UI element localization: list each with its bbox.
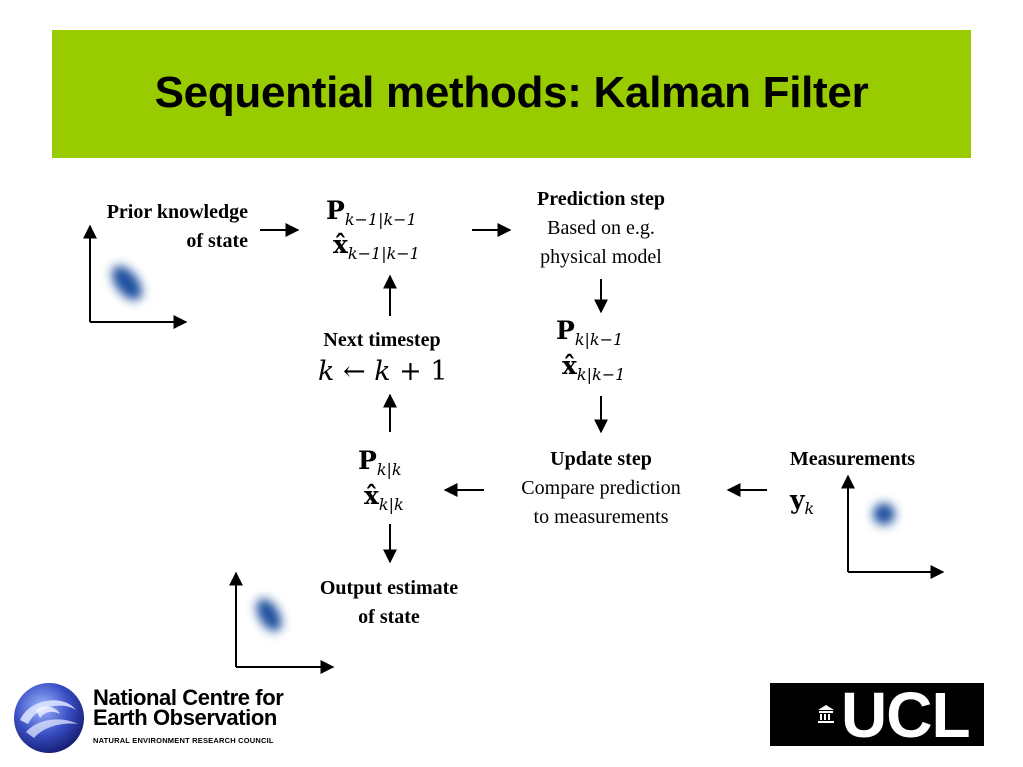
updated-state-estimate: x̂k|k [364,481,404,515]
ucl-portico-icon [818,705,834,723]
title-banner: Sequential methods: Kalman Filter [52,30,971,158]
predicted-covariance: Pk|k−1 [556,316,624,350]
slide-title: Sequential methods: Kalman Filter [154,68,869,117]
timestep-increment: k ← k + 1 [318,356,448,387]
prior-gaussian-blob [111,265,143,301]
update-step-block: Update step Compare prediction to measur… [492,445,710,532]
next-timestep-heading: Next timestep [323,329,441,351]
ucl-logo: UCL [770,680,984,750]
output-gaussian-blob [256,598,282,632]
predicted-state-estimate: x̂k|k−1 [562,351,626,385]
prediction-step-heading: Prediction step [537,188,665,210]
nceo-logo-globe [14,683,84,753]
prediction-step-block: Prediction step Based on e.g. physical m… [500,185,702,272]
measurement-distribution-plot [841,474,945,579]
updated-covariance: Pk|k [358,446,402,480]
prior-knowledge-label: Prior knowledge of state [106,201,248,252]
flow-arrows [260,223,767,564]
prior-distribution-plot [83,224,188,329]
output-distribution-plot [229,571,335,674]
measurements-heading: Measurements [789,448,916,470]
output-estimate-label: Output estimate of state [319,577,459,628]
prev-state-estimate: x̂k−1|k−1 [333,230,420,264]
update-step-heading: Update step [550,448,652,470]
measurement-gaussian-blob [873,503,895,525]
prev-covariance: Pk−1|k−1 [326,196,417,230]
nceo-logo-text: National Centre for Earth Observation NA… [93,685,284,746]
measurement-vector: yk [790,485,815,519]
